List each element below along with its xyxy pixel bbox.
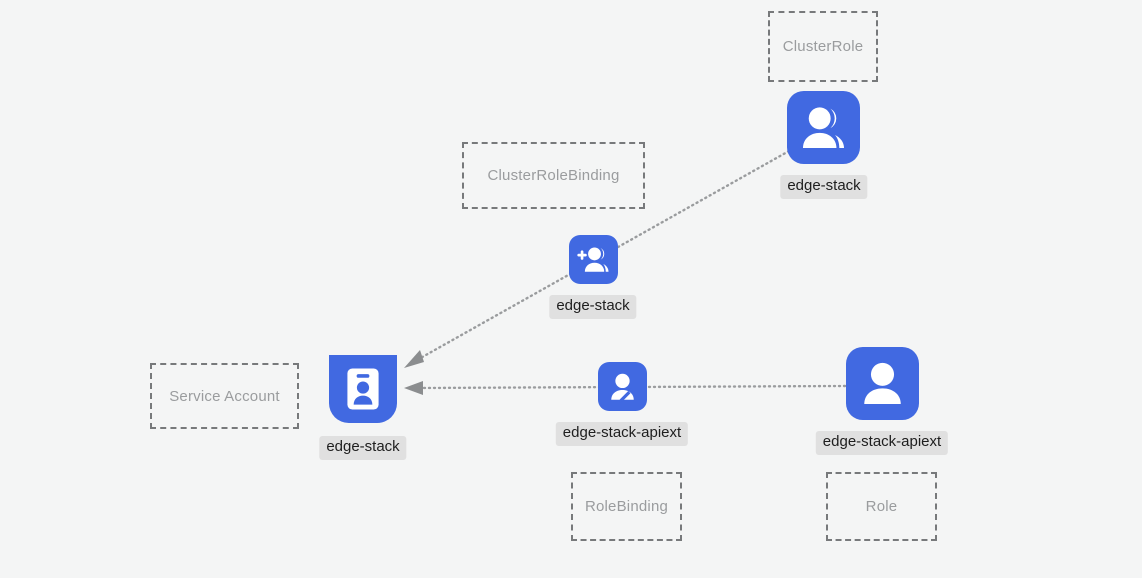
person-icon [846,347,919,420]
node-serviceaccount[interactable] [329,355,397,423]
node-serviceaccount-label: edge-stack [319,436,407,460]
node-clusterrole-label: edge-stack [780,175,868,199]
node-clusterrolebinding-label: edge-stack [549,295,637,319]
node-rolebinding[interactable] [598,362,647,411]
kind-box-clusterrolebinding-label: ClusterRoleBinding [487,167,620,184]
group-add-icon [569,235,618,284]
kind-box-clusterrole-label: ClusterRole [782,38,864,55]
node-role-label: edge-stack-apiext [815,431,949,455]
node-role[interactable] [846,347,919,420]
kind-box-role: Role [826,472,937,541]
kind-box-clusterrolebinding: ClusterRoleBinding [462,142,645,209]
node-rolebinding-label: edge-stack-apiext [555,422,689,446]
kind-box-rolebinding-label: RoleBinding [584,498,669,515]
kind-box-clusterrole: ClusterRole [768,11,878,82]
kind-box-role-label: Role [865,498,898,515]
node-clusterrolebinding[interactable] [569,235,618,284]
kind-box-serviceaccount: Service Account [150,363,299,429]
person-edit-icon [598,362,647,411]
id-badge-shield-icon [329,355,397,423]
node-clusterrole[interactable] [787,91,860,164]
kind-box-rolebinding: RoleBinding [571,472,682,541]
group-icon [787,91,860,164]
kind-box-serviceaccount-label: Service Account [169,387,280,405]
